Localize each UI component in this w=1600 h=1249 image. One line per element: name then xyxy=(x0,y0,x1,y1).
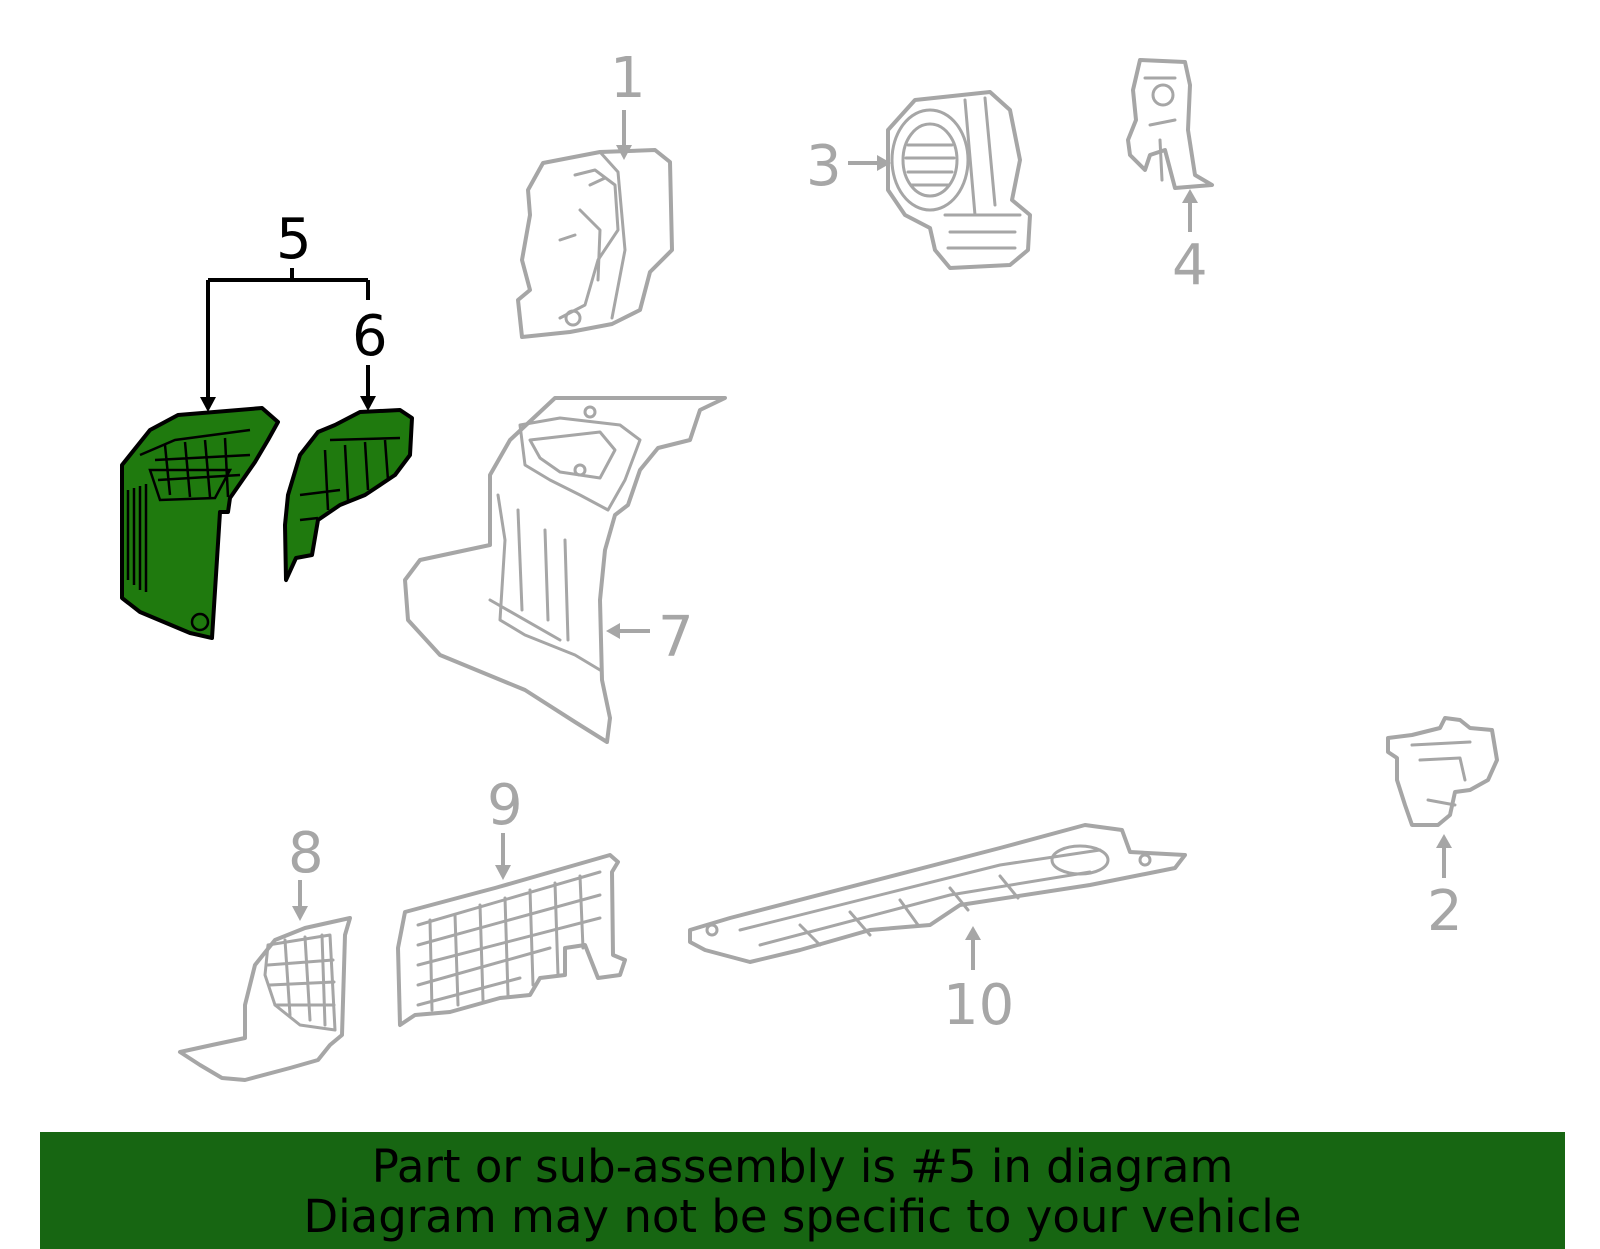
callout-5-6-bracket xyxy=(206,268,370,400)
callout-10-arrowhead xyxy=(965,926,981,940)
callout-4[interactable]: 4 xyxy=(1172,233,1208,298)
callout-8-arrowhead xyxy=(292,906,308,921)
part-2-small-duct[interactable] xyxy=(1386,716,1499,827)
callout-6-arrowhead xyxy=(360,396,376,411)
banner-line-2: Diagram may not be specific to your vehi… xyxy=(303,1190,1302,1243)
callout-10[interactable]: 10 xyxy=(943,973,1014,1038)
part-8-end-panel[interactable] xyxy=(178,916,352,1082)
info-banner: Part or sub-assembly is #5 in diagram Di… xyxy=(40,1132,1565,1249)
callout-4-arrowhead xyxy=(1182,189,1198,203)
callout-2[interactable]: 2 xyxy=(1427,879,1463,944)
banner-line-1: Part or sub-assembly is #5 in diagram xyxy=(371,1140,1234,1193)
callout-1[interactable]: 1 xyxy=(610,46,646,111)
part-5-duct-assembly[interactable] xyxy=(120,406,280,640)
callout-1-arrowhead xyxy=(616,145,632,160)
part-3-blower-housing[interactable] xyxy=(886,90,1032,270)
callout-9[interactable]: 9 xyxy=(487,773,523,838)
part-10-floor-panel[interactable] xyxy=(688,823,1187,964)
callout-7-arrowhead xyxy=(606,623,620,639)
part-1-duct[interactable] xyxy=(516,148,674,339)
callout-6[interactable]: 6 xyxy=(352,304,388,369)
callout-8[interactable]: 8 xyxy=(288,821,324,886)
part-9-side-panel[interactable] xyxy=(396,853,627,1027)
callout-3-arrowhead xyxy=(877,155,891,171)
callout-5[interactable]: 5 xyxy=(276,207,312,272)
callout-7[interactable]: 7 xyxy=(658,605,694,670)
part-7-console-panel[interactable] xyxy=(403,396,727,744)
callout-9-arrowhead xyxy=(495,865,511,880)
part-4-bracket[interactable] xyxy=(1126,58,1214,190)
callout-3[interactable]: 3 xyxy=(806,134,842,199)
part-6-duct[interactable] xyxy=(283,408,414,582)
callout-5-arrowhead xyxy=(200,397,216,412)
callout-2-arrowhead xyxy=(1436,834,1452,848)
